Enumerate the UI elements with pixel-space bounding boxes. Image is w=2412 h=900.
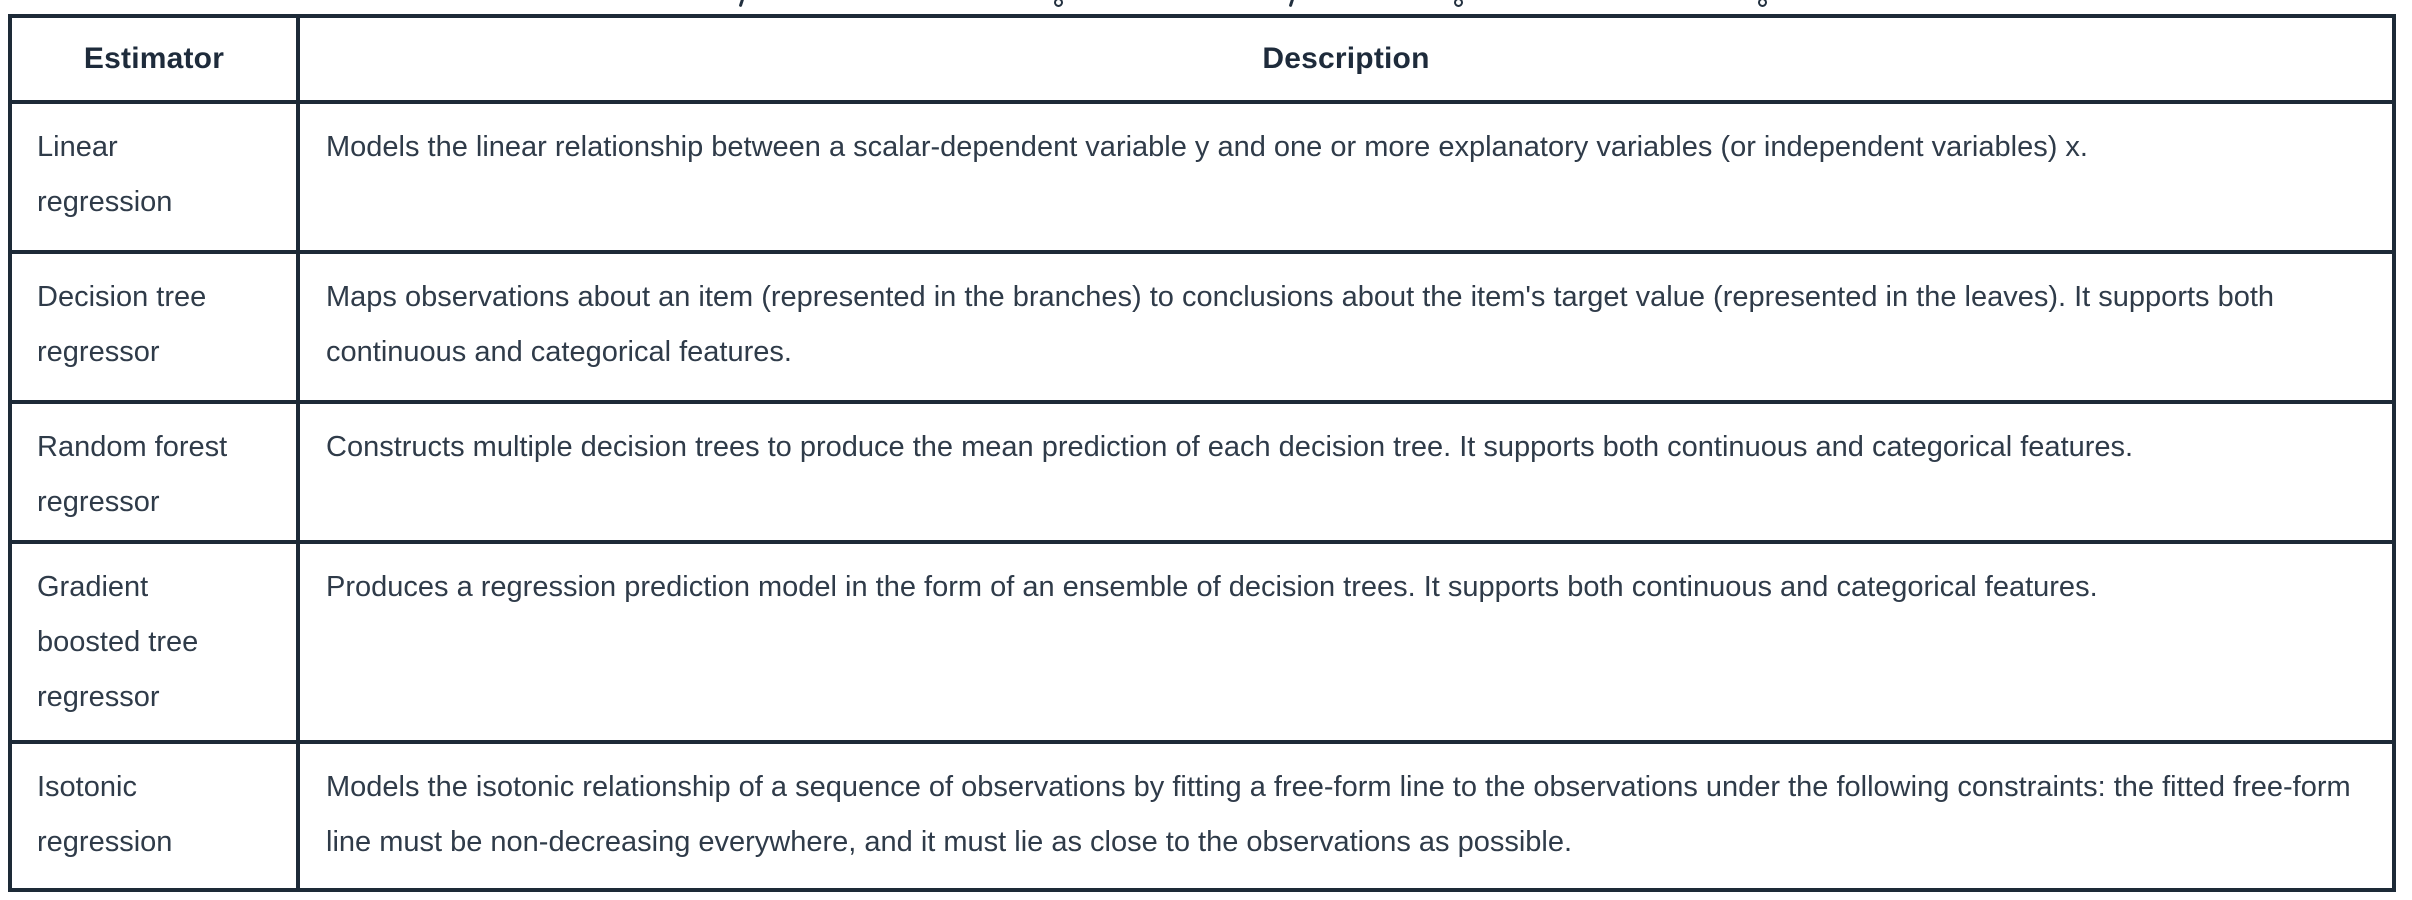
clipped-caption-fragment xyxy=(738,0,745,8)
table-row: Linear regression Models the linear rela… xyxy=(8,100,2396,254)
estimator-cell: Isotonic regression xyxy=(8,740,300,892)
clipped-caption-fragment xyxy=(1054,0,1063,7)
description-cell: Maps observations about an item (represe… xyxy=(296,250,2396,404)
table-row: Random forest regressor Constructs multi… xyxy=(8,400,2396,544)
column-header-description: Description xyxy=(296,14,2396,104)
table-header-row: Estimator Description xyxy=(8,14,2396,104)
estimator-cell: Random forest regressor xyxy=(8,400,300,544)
estimator-cell: Decision tree regressor xyxy=(8,250,300,404)
description-cell: Produces a regression prediction model i… xyxy=(296,540,2396,744)
table-row: Decision tree regressor Maps observation… xyxy=(8,250,2396,404)
estimator-cell: Linear regression xyxy=(8,100,300,254)
description-cell: Models the isotonic relationship of a se… xyxy=(296,740,2396,892)
clipped-caption-fragment xyxy=(1288,0,1295,8)
table-row: Gradient boosted tree regressor Produces… xyxy=(8,540,2396,744)
description-cell: Constructs multiple decision trees to pr… xyxy=(296,400,2396,544)
table-row: Isotonic regression Models the isotonic … xyxy=(8,740,2396,892)
estimator-cell: Gradient boosted tree regressor xyxy=(8,540,300,744)
column-header-estimator: Estimator xyxy=(8,14,300,104)
clipped-caption-fragment xyxy=(1758,0,1767,7)
description-cell: Models the linear relationship between a… xyxy=(296,100,2396,254)
estimator-table: Estimator Description Linear regression … xyxy=(8,14,2396,892)
clipped-caption-fragment xyxy=(1454,0,1463,7)
clipped-caption-line xyxy=(0,0,2412,8)
